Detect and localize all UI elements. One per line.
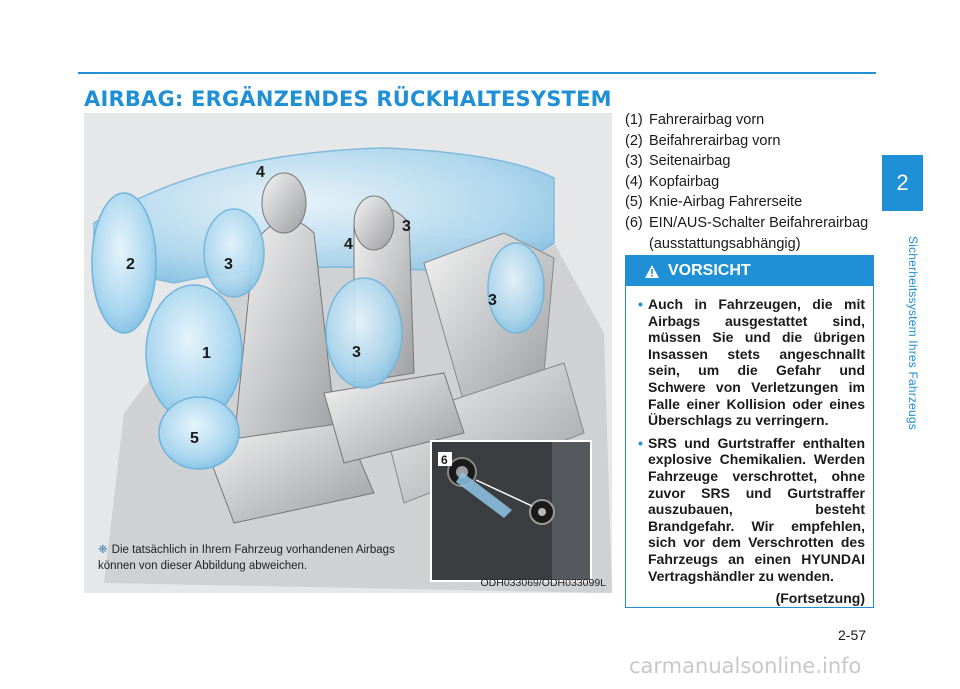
airbag-legend: (1)Fahrerairbag vorn (2)Beifahrerairbag … (625, 110, 875, 254)
legend-item: (2)Beifahrerairbag vorn (625, 132, 781, 149)
legend-item: (3)Seitenairbag (625, 153, 731, 170)
caution-bullet: • SRS und Gurtstraffer enthalten explosi… (638, 434, 865, 584)
caution-title: VORSICHT (668, 262, 751, 279)
warning-triangle-icon (645, 264, 659, 278)
page-number: 2-57 (838, 627, 867, 643)
side-airbag-driver (203, 208, 265, 298)
airbag-figure: 1 2 3 3 3 3 4 4 5 6 ❈Die tatsächlich in … (84, 113, 612, 593)
callout-2: 2 (126, 256, 135, 273)
page-title: AIRBAG: ERGÄNZENDES RÜCKHALTESYSTEM (84, 87, 612, 111)
continued-label: (Fortsetzung) (775, 590, 865, 607)
callout-6: 6 (441, 453, 448, 467)
callout-5: 5 (190, 430, 199, 447)
watermark: carmanualsonline.info (629, 654, 862, 678)
legend-item: (4)Kopfairbag (625, 173, 720, 190)
caption-text: Die tatsächlich in Ihrem Fahrzeug vorhan… (98, 544, 395, 572)
callout-3a: 3 (224, 256, 233, 273)
chapter-tab: 2 (882, 155, 923, 211)
bullet-dot-icon: • (638, 296, 643, 312)
figure-caption: ❈Die tatsächlich in Ihrem Fahrzeug vorha… (98, 542, 428, 574)
note-symbol-icon: ❈ (98, 544, 108, 556)
callout-3b: 3 (402, 218, 411, 235)
legend-item: (5)Knie-Airbag Fahrerseite (625, 194, 803, 211)
side-airbag-rear (487, 242, 545, 334)
callout-3c: 3 (352, 344, 361, 361)
caution-box: VORSICHT • Auch in Fahrzeugen, die mit A… (625, 255, 874, 608)
caution-header: VORSICHT (626, 256, 873, 286)
chapter-label: Sicherheitssystem Ihres Fahrzeugs (906, 236, 920, 431)
airbag-switch-inset: 6 (430, 440, 592, 582)
passenger-airbag (91, 192, 157, 334)
figure-code: ODH033069/ODH033099L (480, 577, 607, 589)
legend-item: (1)Fahrerairbag vorn (625, 112, 765, 128)
callout-4a: 4 (256, 164, 265, 181)
caution-body: • Auch in Fahrzeugen, die mit Airbags au… (626, 286, 873, 607)
caution-bullet: • Auch in Fahrzeugen, die mit Airbags au… (638, 296, 865, 429)
callout-1: 1 (202, 345, 211, 362)
top-rule (78, 72, 876, 74)
bullet-dot-icon: • (638, 434, 643, 451)
side-airbag-passenger (325, 277, 403, 389)
knee-airbag (158, 396, 240, 470)
callout-4b: 4 (344, 236, 353, 253)
legend-item: (6)EIN/AUS-Schalter Beifahrerairbag(auss… (625, 214, 869, 252)
callout-3d: 3 (488, 292, 497, 309)
